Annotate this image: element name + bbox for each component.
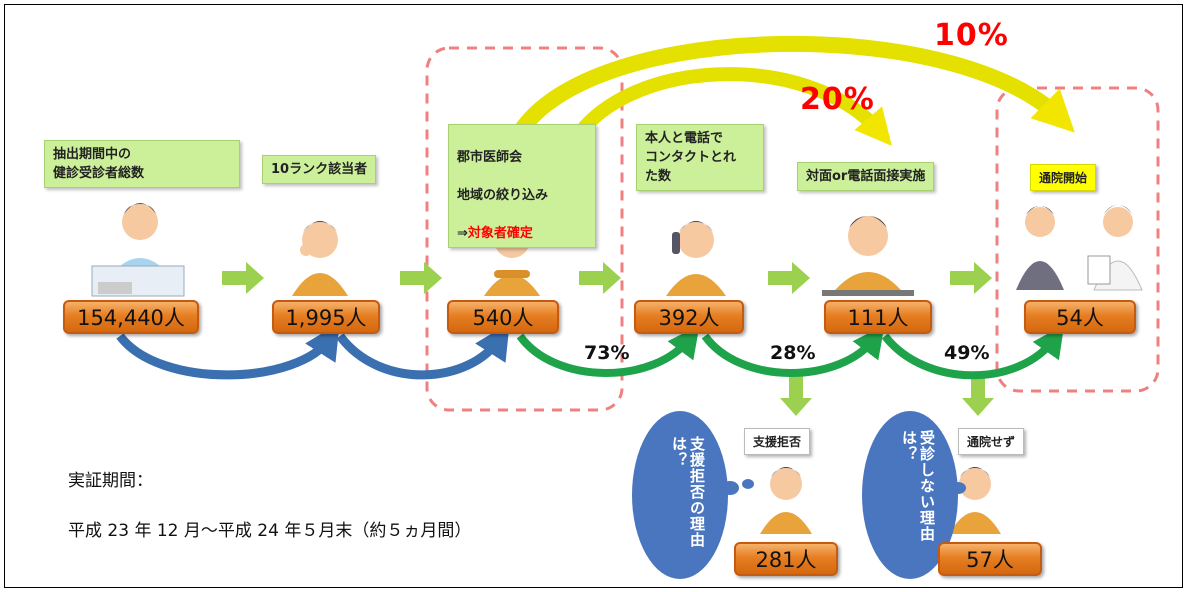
- dashed-box-target: [425, 46, 624, 412]
- step-label-3-line3-red: 対象者確定: [467, 226, 533, 241]
- count-step-6: 54人: [1024, 300, 1136, 334]
- step-label-3-line3-prefix: ⇒: [457, 226, 468, 241]
- step-label-3-line1: 郡市医師会: [457, 150, 523, 165]
- count-refuse: 281人: [734, 542, 838, 576]
- count-step-4: 392人: [634, 300, 744, 334]
- cloud-text-refuse: 支援拒否の理由は？: [670, 436, 706, 548]
- person-icon-refuse: [760, 467, 812, 534]
- branch-label-no-visit: 通院せず: [958, 428, 1025, 455]
- pct-28: 28%: [770, 342, 816, 364]
- green-curve-3: [881, 324, 1065, 380]
- step-label-6: 通院開始: [1030, 164, 1097, 191]
- green-curve-2: [701, 325, 885, 377]
- step-label-1: 抽出期間中の 健診受診者総数: [44, 140, 240, 188]
- yellow-arrow-10pct: [504, 35, 1075, 152]
- step-label-3-line2: 地域の絞り込み: [457, 188, 549, 203]
- flow-arrow-5: [950, 262, 992, 294]
- doctor-patient-icon: [1016, 205, 1143, 291]
- step-label-2: 10ランク該当者: [262, 155, 377, 184]
- yellow-arrow-20pct: [563, 67, 892, 152]
- pct-73: 73%: [584, 342, 630, 364]
- count-step-2: 1,995人: [272, 300, 380, 334]
- blue-curve-2: [336, 322, 510, 380]
- green-curve-1: [516, 325, 700, 377]
- thought-cloud-1: [632, 411, 754, 579]
- dashed-box-outcome: [995, 86, 1160, 393]
- flow-arrow-2: [400, 262, 442, 294]
- person-icon-no-visit: [949, 467, 1001, 534]
- pct-20-top: 20%: [800, 82, 875, 117]
- count-step-5: 111人: [824, 300, 932, 334]
- step-label-4: 本人と電話で コンタクトとれ た数: [636, 124, 764, 191]
- blue-curve-1: [116, 322, 340, 380]
- pct-49: 49%: [944, 342, 990, 364]
- flow-arrow-1: [222, 262, 264, 294]
- step-label-5: 対面or電話面接実施: [797, 162, 935, 191]
- flow-arrow-3: [579, 262, 621, 294]
- cloud-text-no-visit: 受診しない理由は？: [900, 430, 936, 542]
- pct-10-top: 10%: [934, 18, 1009, 53]
- person-icon-computer: [91, 203, 185, 297]
- flow-arrow-4: [768, 262, 810, 294]
- period-text: 平成 23 年 12 月～平成 24 年５月末（約５ヵ月間）: [68, 521, 472, 541]
- person-icon-smiling: [822, 216, 914, 296]
- flow-arrows: [222, 262, 994, 416]
- down-arrow-2: [962, 376, 994, 416]
- thought-cloud-2: [862, 411, 966, 579]
- count-step-3: 540人: [447, 300, 559, 334]
- count-step-1: 154,440人: [63, 300, 199, 334]
- person-icon-phone: [666, 221, 726, 296]
- count-no-visit: 57人: [938, 542, 1042, 576]
- branch-label-refuse: 支援拒否: [744, 428, 811, 455]
- diagram-frame: [4, 4, 1183, 588]
- person-icon-thinking: [292, 221, 348, 296]
- down-arrow-1: [780, 376, 812, 416]
- period-title: 実証期間：: [68, 471, 153, 491]
- step-label-3: 郡市医師会 地域の絞り込み ⇒対象者確定: [448, 124, 596, 248]
